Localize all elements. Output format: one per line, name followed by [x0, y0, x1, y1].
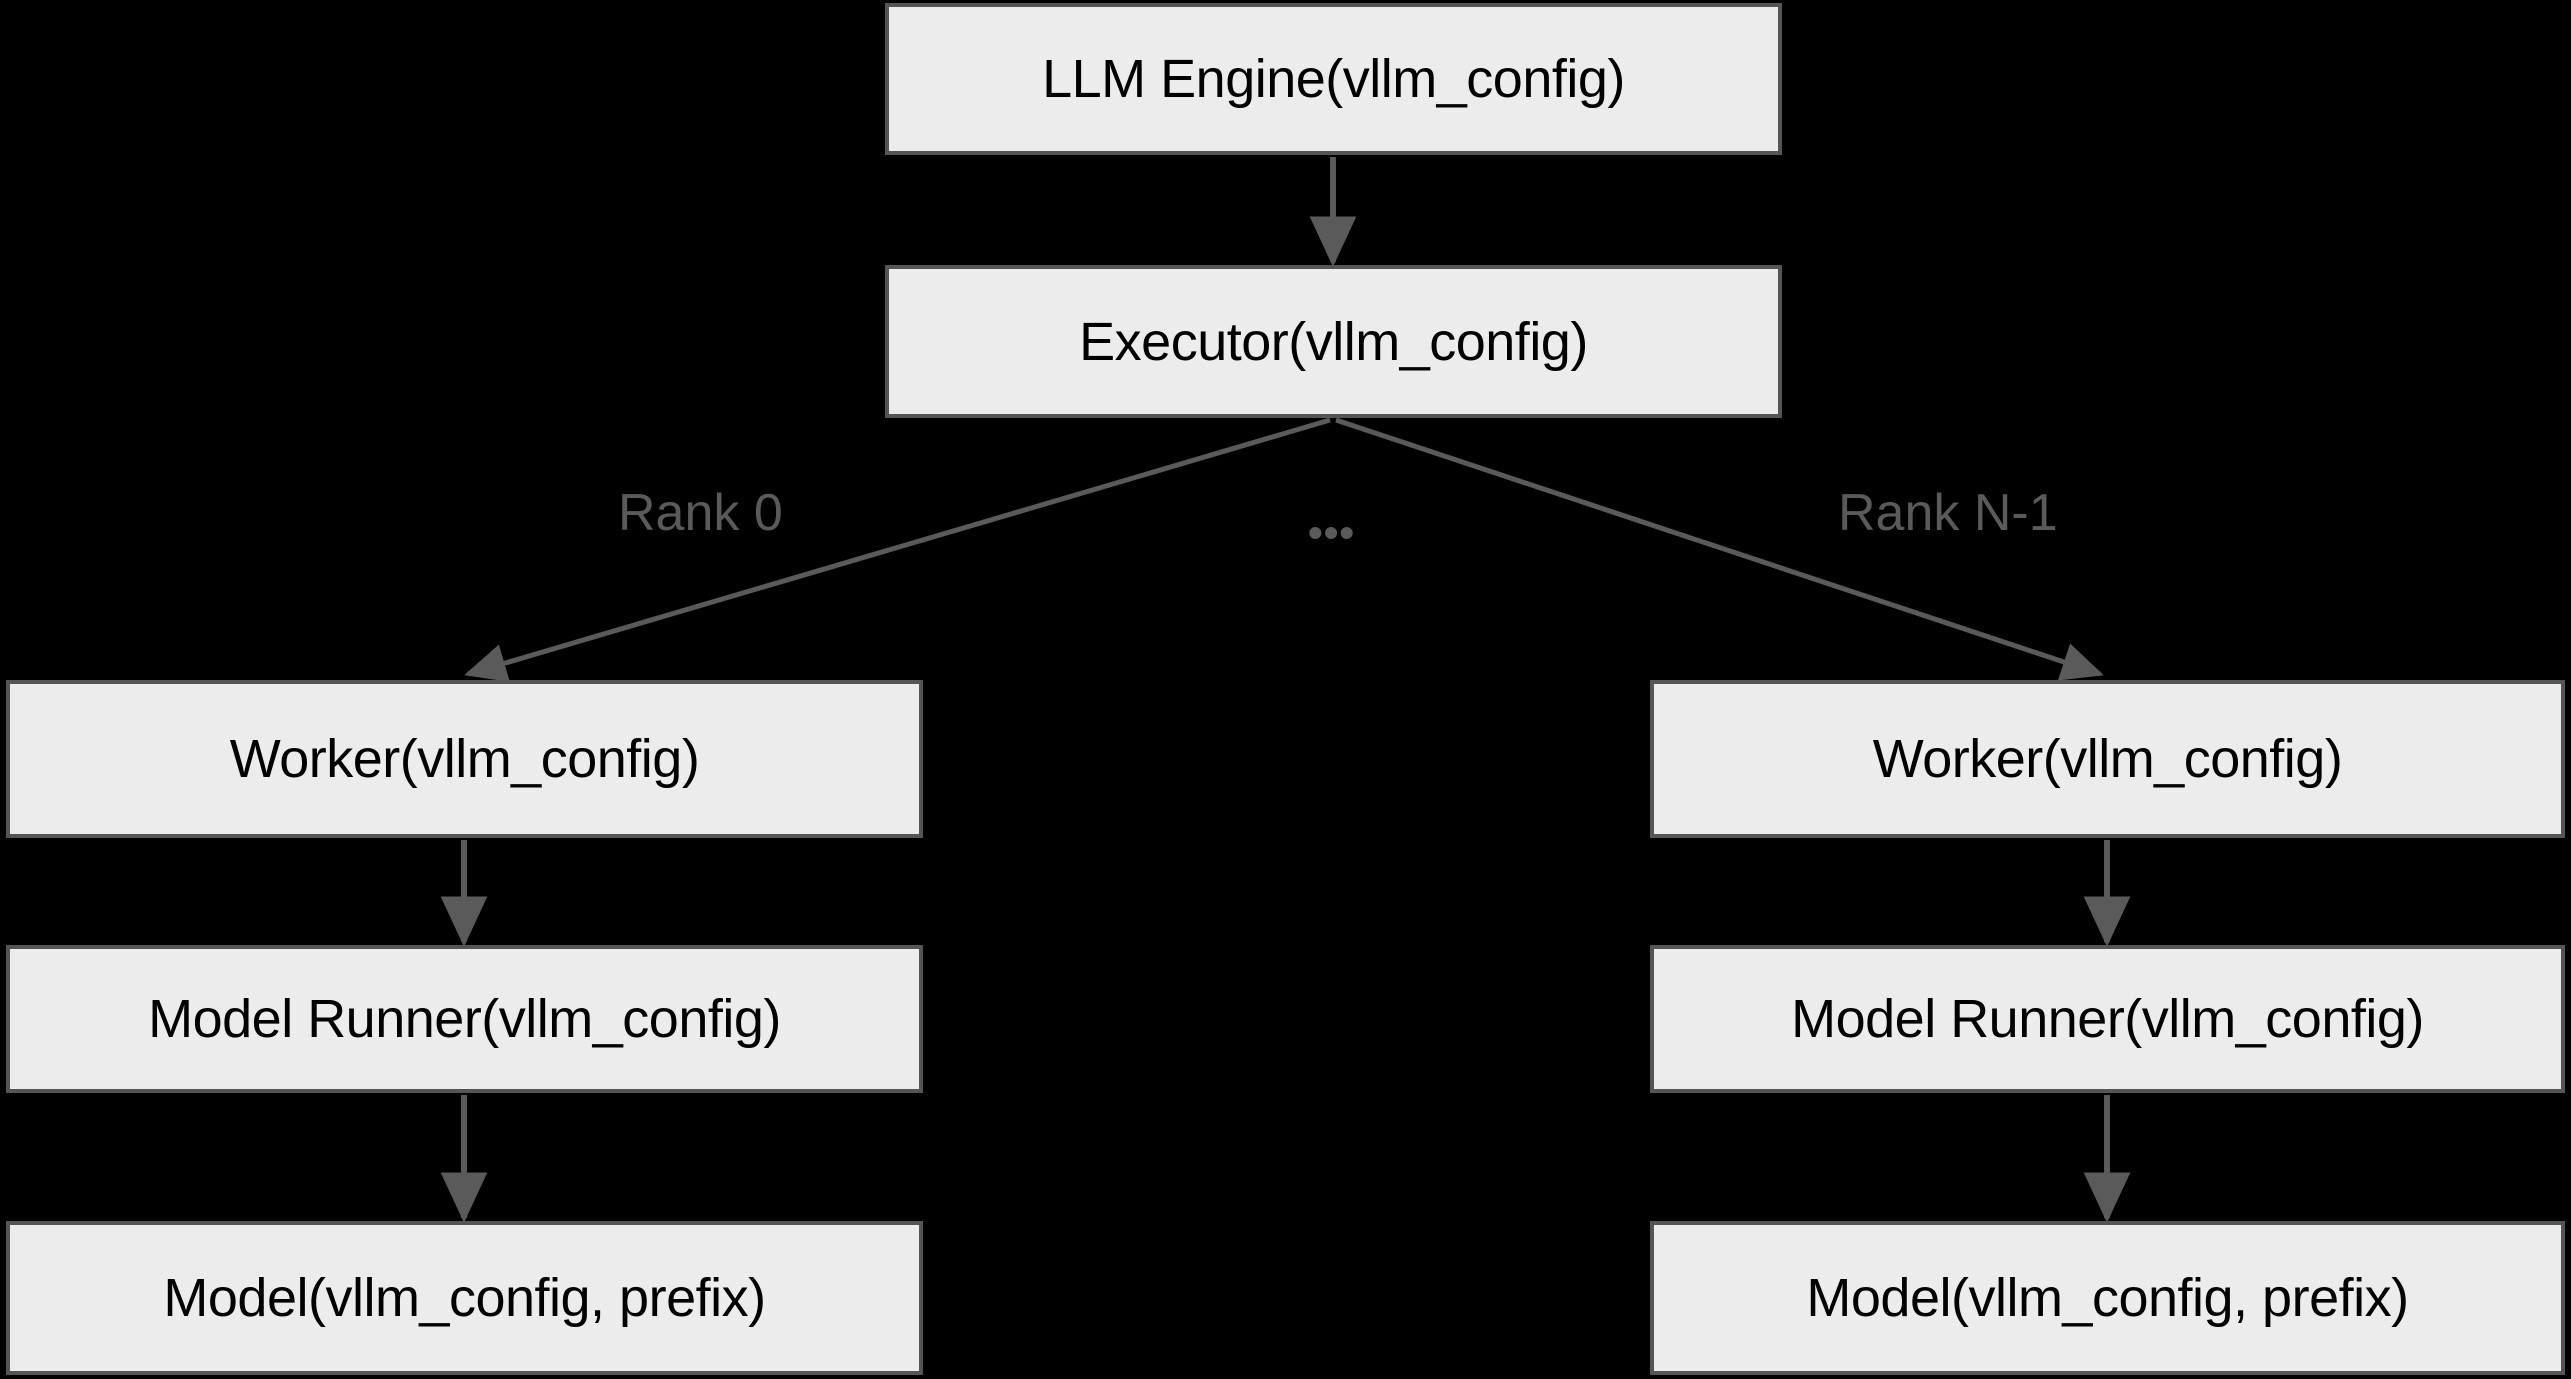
edge-label-rank-n: Rank N-1 — [1838, 484, 2058, 542]
edge-label-ellipsis: ••• — [1308, 509, 1356, 556]
node-model-runner-rank-0[interactable]: Model Runner(vllm_config) — [6, 945, 923, 1093]
node-worker-rank-n[interactable]: Worker(vllm_config) — [1650, 680, 2565, 838]
node-worker-rank-0[interactable]: Worker(vllm_config) — [6, 680, 923, 838]
node-llm-engine[interactable]: LLM Engine(vllm_config) — [885, 3, 1782, 155]
edge-executor-to-worker-n — [1335, 417, 2104, 681]
edge-executor-to-worker-0 — [464, 417, 1331, 682]
edge-label-rank-0: Rank 0 — [618, 484, 783, 542]
node-model-rank-0[interactable]: Model(vllm_config, prefix) — [6, 1221, 923, 1375]
node-model-runner-rank-n[interactable]: Model Runner(vllm_config) — [1650, 945, 2565, 1093]
node-executor[interactable]: Executor(vllm_config) — [885, 265, 1782, 418]
node-model-rank-n[interactable]: Model(vllm_config, prefix) — [1650, 1221, 2565, 1375]
